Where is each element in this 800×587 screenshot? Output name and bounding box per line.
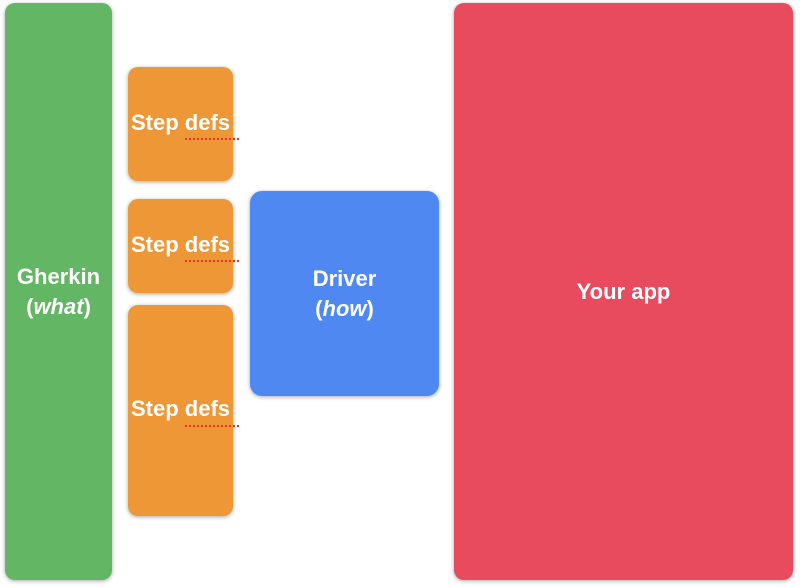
paren-open: ( bbox=[315, 295, 323, 321]
paren-open: ( bbox=[26, 293, 34, 319]
step-defs-word: Step bbox=[130, 231, 179, 257]
your-app-box: Your app bbox=[454, 3, 793, 580]
step-defs-word: Step bbox=[130, 109, 179, 135]
driver-qualifier-line: (how) bbox=[315, 294, 374, 324]
gherkin-qualifier-line: (what) bbox=[26, 292, 91, 322]
step-defs-label: Step defs bbox=[130, 394, 240, 427]
step-defs-box-3: Step defs bbox=[128, 305, 240, 516]
step-defs-label: Step defs bbox=[130, 108, 240, 141]
step-defs-box-2: Step defs bbox=[128, 199, 240, 293]
gherkin-box: Gherkin (what) bbox=[5, 3, 112, 580]
step-defs-box-1: Step defs bbox=[128, 67, 240, 181]
your-app-title: Your app bbox=[576, 278, 671, 304]
driver-qualifier: how bbox=[322, 295, 367, 321]
step-defs-misspelled: defs bbox=[184, 230, 240, 263]
paren-close: ) bbox=[83, 293, 91, 319]
step-defs-misspelled: defs bbox=[184, 108, 240, 141]
step-defs-label: Step defs bbox=[130, 230, 240, 263]
driver-title: Driver bbox=[312, 265, 377, 291]
gherkin-title: Gherkin bbox=[16, 263, 101, 289]
gherkin-qualifier: what bbox=[33, 293, 84, 319]
driver-box: Driver (how) bbox=[250, 191, 439, 396]
paren-close: ) bbox=[366, 295, 374, 321]
step-defs-misspelled: defs bbox=[184, 394, 240, 427]
step-defs-word: Step bbox=[130, 396, 179, 422]
